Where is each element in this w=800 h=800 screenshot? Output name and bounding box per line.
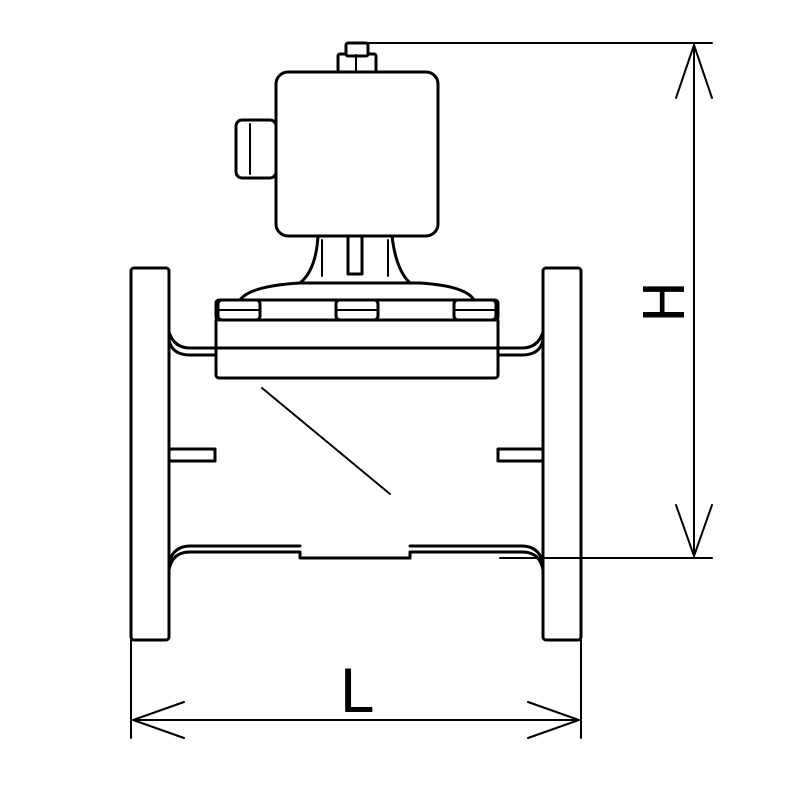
- left-flange: [129, 266, 171, 642]
- bonnet: [214, 281, 500, 380]
- bonnet-bolts: [216, 298, 498, 322]
- right-flange: [541, 266, 583, 642]
- length-label: L: [339, 657, 373, 727]
- stem: [298, 234, 412, 285]
- solenoid-coil: [234, 70, 440, 238]
- height-label: H: [633, 281, 698, 323]
- top-nut: [336, 41, 378, 74]
- dimension-h: H: [367, 41, 713, 560]
- dimension-l: L: [129, 639, 583, 739]
